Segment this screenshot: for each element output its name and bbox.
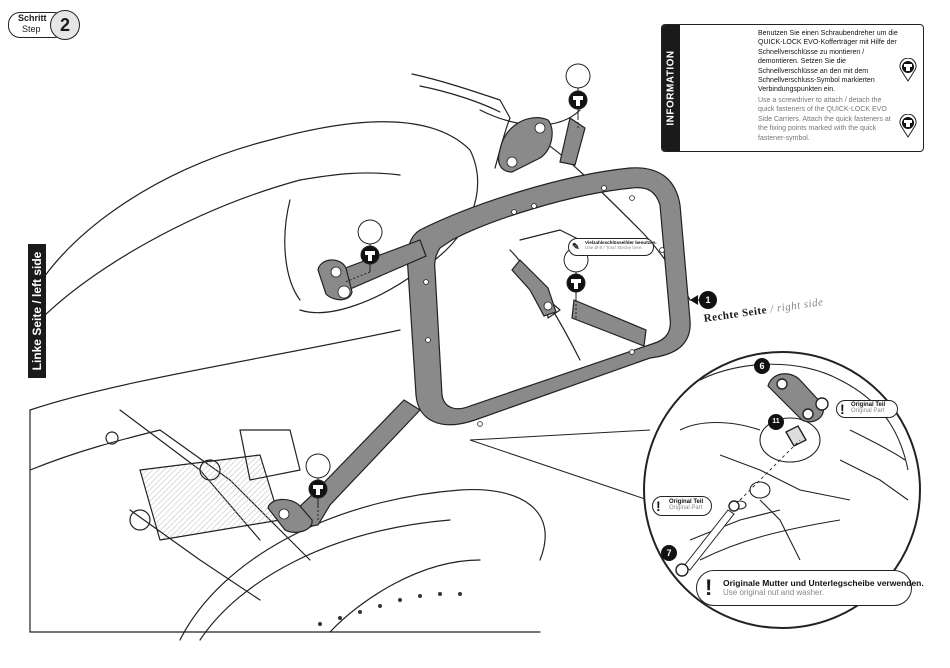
part-badge-7: 7 <box>666 548 672 558</box>
quick-fastener-icon <box>305 453 331 520</box>
quick-fastener-icon <box>344 219 383 283</box>
info-part-2: 2 <box>735 58 741 67</box>
step-label-de: Schritt <box>18 13 47 23</box>
side-carrier <box>267 117 691 533</box>
info-tab-label: INFORMATION <box>665 50 677 126</box>
part-badge-11: 11 <box>772 418 780 425</box>
exclamation-icon: ! <box>705 575 713 600</box>
info-text-de: Benutzen Sie einen Schraubendreher um di… <box>758 30 898 94</box>
detail-part-badges <box>661 358 784 561</box>
exclamation-icon: ! <box>840 401 845 417</box>
part-badge-1: 1 <box>705 295 711 305</box>
step-label-en: Step <box>22 24 41 34</box>
info-text-en: Use a screwdriver to attach / detach the… <box>758 97 891 142</box>
left-side-label: Linke Seite / left side <box>28 244 46 378</box>
quick-fastener-icon <box>899 113 917 138</box>
screwdriver-icon: ✎ <box>572 241 580 252</box>
step-badge: Schritt Step 2 <box>8 10 80 40</box>
step-number: 2 <box>50 10 80 40</box>
screwdriver-callout: ✎ Vielzahlsschlüssel/der benutzen. Use Ø… <box>568 238 657 256</box>
info-part-3: 3 <box>687 112 693 121</box>
quick-fastener-icon <box>565 63 591 128</box>
info-tab: INFORMATION <box>662 25 680 151</box>
exclamation-icon: ! <box>656 498 661 514</box>
detail-magnifier <box>469 351 921 629</box>
part-badge-6: 6 <box>759 361 765 371</box>
info-box: INFORMATION Benutzen Sie einen Schrauben… <box>661 24 924 152</box>
part-1-leader <box>690 291 717 309</box>
original-nut-callout: ! Originale Mutter und Unterlegscheibe v… <box>696 570 924 606</box>
original-part-callout-right: ! Original Teil Original Part <box>836 400 898 418</box>
original-part-callout-left: ! Original Teil Original Part <box>652 496 712 516</box>
quick-fastener-icon <box>899 57 917 82</box>
motorcycle-line-art <box>29 73 691 641</box>
carrier-bolt-holes <box>278 122 665 520</box>
